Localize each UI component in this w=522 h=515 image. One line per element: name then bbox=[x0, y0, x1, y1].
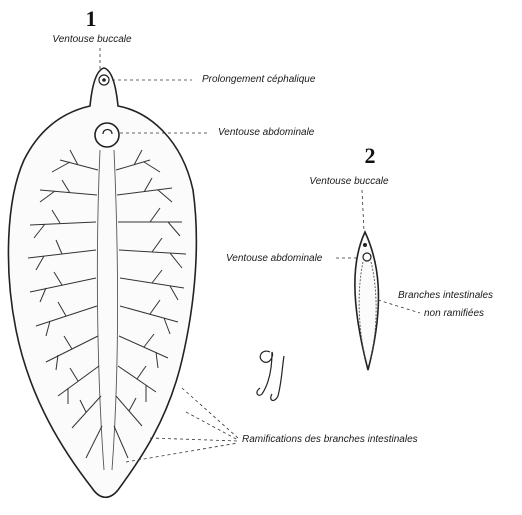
figure1-ventral-sucker bbox=[95, 123, 119, 147]
figure2-label-ventral-sucker: Ventouse abdominale bbox=[226, 253, 323, 264]
figure2-branches-leader bbox=[378, 300, 420, 313]
signature-mark bbox=[257, 351, 284, 400]
figure1-label-ramifications: Ramifications des branches intestinales bbox=[242, 434, 418, 445]
figure2-oral-sucker bbox=[363, 243, 367, 247]
figure1-label-cephalic: Prolongement céphalique bbox=[202, 74, 316, 85]
figure2-ventral-sucker bbox=[363, 253, 371, 261]
figure1-body bbox=[8, 68, 196, 497]
figure1-label-ventral-sucker: Ventouse abdominale bbox=[218, 127, 315, 138]
figure2-number: 2 bbox=[365, 143, 376, 168]
figure2-oral-leader bbox=[362, 190, 364, 232]
figure2-body bbox=[355, 232, 379, 370]
figure2-label-branches-line2: non ramifiées bbox=[424, 308, 484, 319]
figure1-number: 1 bbox=[86, 6, 97, 31]
figure1-label-oral-sucker: Ventouse buccale bbox=[52, 34, 132, 45]
figure2-label-branches-line1: Branches intestinales bbox=[398, 290, 493, 301]
figure2-label-oral-sucker: Ventouse buccale bbox=[309, 176, 389, 187]
